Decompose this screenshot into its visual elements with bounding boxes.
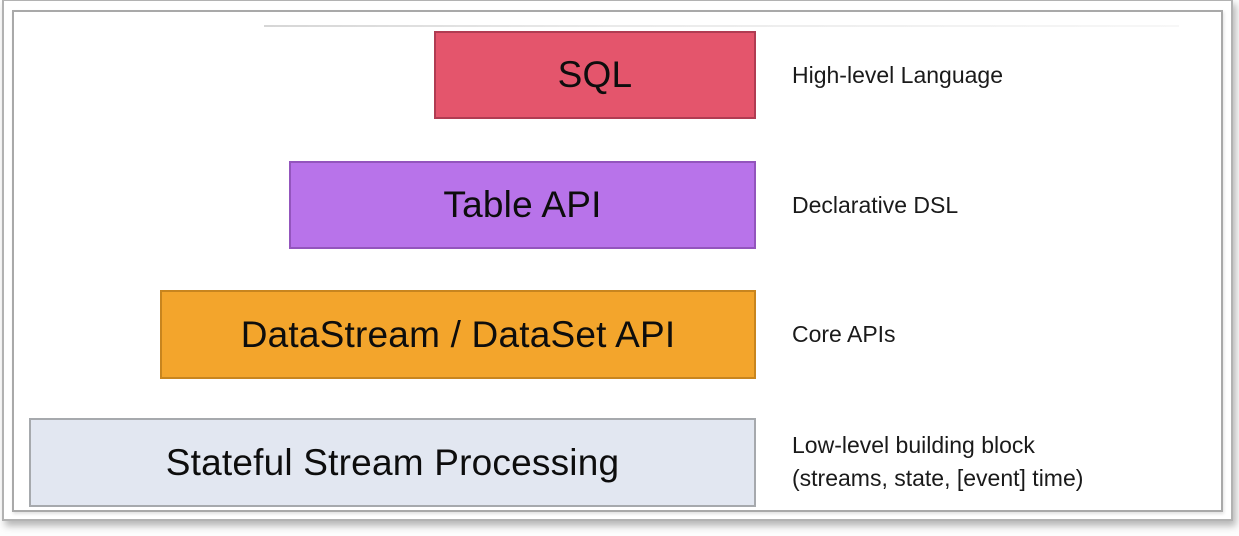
layer-box-datastream-dataset-api: DataStream / DataSet API	[160, 290, 756, 379]
layer-box-table-api: Table API	[289, 161, 756, 249]
faint-divider-line	[264, 25, 1179, 27]
layer-box-stateful-stream-processing: Stateful Stream Processing	[29, 418, 756, 507]
annotation-high-level-language: High-level Language	[792, 62, 1003, 88]
layer-box-sql: SQL	[434, 31, 756, 119]
layer-label-sql: SQL	[557, 54, 633, 95]
annotation-core-apis: Core APIs	[792, 321, 896, 347]
slide-outer-frame: SQL High-level Language Table API Declar…	[2, 0, 1233, 521]
diagram-canvas: SQL High-level Language Table API Declar…	[12, 10, 1223, 512]
annotation-low-level-building-block: Low-level building block (streams, state…	[792, 432, 1084, 491]
layer-label-stateful-stream-processing: Stateful Stream Processing	[165, 441, 620, 483]
annotation-declarative-dsl: Declarative DSL	[792, 192, 959, 218]
layer-label-datastream-dataset-api: DataStream / DataSet API	[240, 313, 676, 355]
layer-label-table-api: Table API	[443, 184, 602, 225]
